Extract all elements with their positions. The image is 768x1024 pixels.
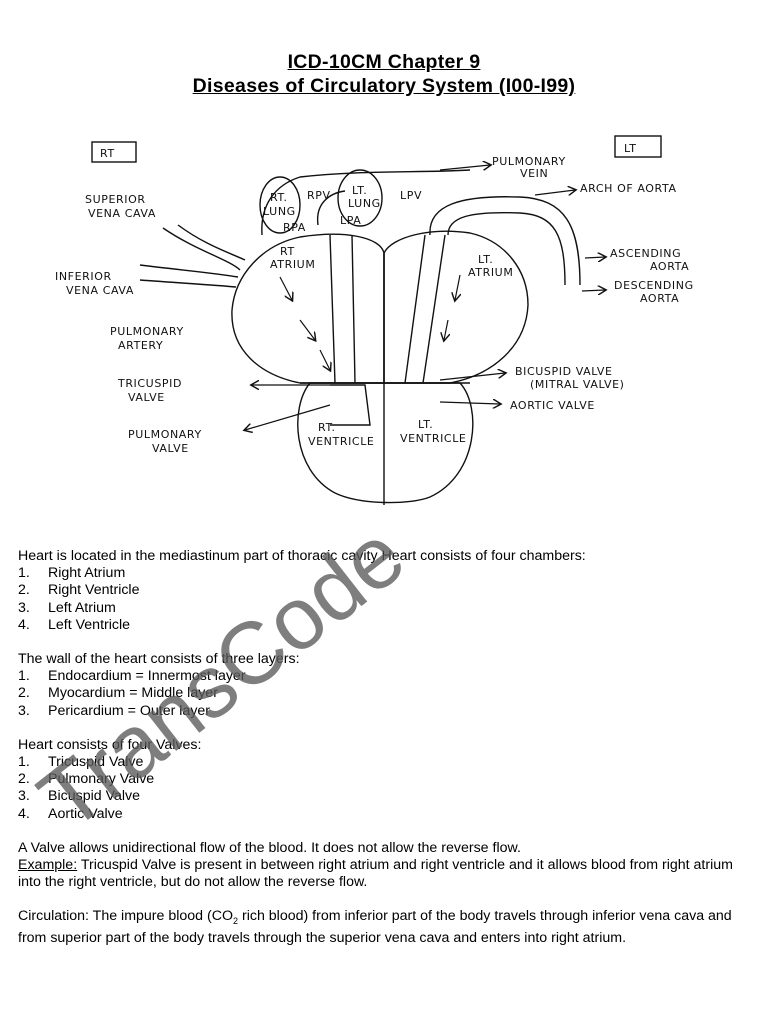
label-rt-atrium-2: ATRIUM xyxy=(270,258,315,271)
list-text: Myocardium = Middle layer xyxy=(48,685,218,702)
label-descending-aorta-1: DESCENDING xyxy=(614,279,694,292)
list-number: 3. xyxy=(18,788,30,805)
label-rt: RT xyxy=(100,147,115,160)
layers-list: 1. Endocardium = Innermost layer 2. Myocar… xyxy=(18,668,758,720)
list-item: 2. Myocardium = Middle layer xyxy=(18,685,758,702)
valves-list: 1. Tricuspid Valve 2. Pulmonary Valve 3. Bi… xyxy=(18,754,758,823)
lt-atrium-shape xyxy=(383,230,529,384)
list-number: 3. xyxy=(18,599,30,616)
label-ascending-aorta-1: ASCENDING xyxy=(610,247,681,260)
label-lt-atrium-2: ATRIUM xyxy=(468,266,513,279)
list-item: 3. Pericardium = Outer layer xyxy=(18,703,758,720)
rt-box xyxy=(91,141,137,163)
label-rt-ventricle-2: VENTRICLE xyxy=(308,435,374,448)
list-text: Right Atrium xyxy=(48,565,126,582)
list-text: Endocardium = Innermost layer xyxy=(48,668,246,685)
ventricles-shape xyxy=(297,382,474,504)
label-pulmonary-valve-1: PULMONARY xyxy=(128,428,202,441)
label-bicuspid-valve-1: BICUSPID VALVE xyxy=(515,365,613,378)
label-pulmonary-valve-2: VALVE xyxy=(152,442,189,455)
heart-diagram: RT LT PULMONARY VEIN ARCH OF AORTA SUPER… xyxy=(55,135,694,505)
list-text: Tricuspid Valve xyxy=(48,754,144,771)
layers-intro: The wall of the heart consists of three … xyxy=(18,651,300,668)
list-item: 1. Tricuspid Valve xyxy=(18,754,758,771)
list-item: 4. Left Ventricle xyxy=(18,617,758,634)
list-number: 2. xyxy=(18,771,30,788)
label-lt-ventricle-2: VENTRICLE xyxy=(400,432,466,445)
label-rt-lung-1: RT. xyxy=(270,191,288,204)
list-text: Aortic Valve xyxy=(48,805,123,822)
valve-statement: A Valve allows unidirectional flow of th… xyxy=(18,839,521,856)
label-rt-ventricle-1: RT. xyxy=(318,421,336,434)
list-item: 3. Bicuspid Valve xyxy=(18,788,758,805)
circulation-text-a: Circulation: The impure blood (CO xyxy=(18,908,234,925)
label-tricuspid-valve-2: VALVE xyxy=(128,391,165,404)
list-number: 2. xyxy=(18,685,30,702)
list-number: 1. xyxy=(18,668,30,685)
example-text: Tricuspid Valve is present in between ri… xyxy=(18,857,733,891)
list-text: Pulmonary Valve xyxy=(48,771,155,788)
list-text: Bicuspid Valve xyxy=(48,788,141,805)
list-text: Pericardium = Outer layer xyxy=(48,702,211,719)
list-number: 1. xyxy=(18,754,30,771)
label-lpv: LPV xyxy=(400,189,422,202)
list-number: 4. xyxy=(18,805,30,822)
list-item: 2. Pulmonary Valve xyxy=(18,771,758,788)
label-ascending-aorta-2: AORTA xyxy=(650,260,689,273)
label-rt-lung-2: LUNG xyxy=(263,205,296,218)
list-item: 1. Endocardium = Innermost layer xyxy=(18,668,758,685)
intro-paragraph: Heart is located in the mediastinum part… xyxy=(18,548,586,564)
label-lt: LT xyxy=(624,142,637,155)
list-item: 4. Aortic Valve xyxy=(18,806,758,823)
body-text: Heart is located in the mediastinum part… xyxy=(18,548,758,948)
circulation-subscript: 2 xyxy=(233,916,239,927)
label-descending-aorta-2: AORTA xyxy=(640,292,679,305)
example-paragraph: Example: Tricuspid Valve is present in b… xyxy=(18,857,758,891)
page-title: ICD-10CM Chapter 9 Diseases of Circulato… xyxy=(0,50,768,98)
label-arch-of-aorta: ARCH OF AORTA xyxy=(580,182,677,195)
label-lt-lung-1: LT. xyxy=(352,184,367,197)
label-inferior-vena-cava-1: INFERIOR xyxy=(55,270,112,283)
chambers-list: 1. Right Atrium 2. Right Ventricle 3. Left … xyxy=(18,565,758,634)
list-number: 4. xyxy=(18,616,30,633)
list-item: 1. Right Atrium xyxy=(18,565,758,582)
title-line-2: Diseases of Circulatory System (I00-I99) xyxy=(192,75,576,97)
example-label: Example: xyxy=(18,857,78,874)
list-item: 2. Right Ventricle xyxy=(18,582,758,599)
label-rpa: RPA xyxy=(283,221,306,234)
label-superior-vena-cava-1: SUPERIOR xyxy=(85,193,146,206)
label-pulmonary-vein-1: PULMONARY xyxy=(492,155,566,168)
label-aortic-valve: AORTIC VALVE xyxy=(510,399,595,412)
label-lt-atrium-1: LT. xyxy=(478,253,493,266)
lt-box xyxy=(614,135,662,158)
list-text: Right Ventricle xyxy=(48,582,140,599)
circulation-text-b: rich blood) from inferior part of the bo… xyxy=(18,908,732,947)
label-lpa: LPA xyxy=(340,214,361,227)
label-tricuspid-valve-1: TRICUSPID xyxy=(117,377,182,390)
rt-atrium-shape xyxy=(231,233,385,384)
list-number: 3. xyxy=(18,702,30,719)
valves-intro: Heart consists of four Valves: xyxy=(18,736,202,753)
label-pulmonary-vein-2: VEIN xyxy=(520,167,548,180)
circulation-paragraph: Circulation: The impure blood (CO2 rich … xyxy=(18,908,758,947)
list-item: 3. Left Atrium xyxy=(18,600,758,617)
label-lt-lung-2: LUNG xyxy=(348,197,381,210)
list-number: 2. xyxy=(18,582,30,599)
label-lt-ventricle-1: LT. xyxy=(418,418,433,431)
label-inferior-vena-cava-2: VENA CAVA xyxy=(66,284,134,297)
label-pulmonary-artery-2: ARTERY xyxy=(118,339,163,352)
label-rt-atrium-1: RT xyxy=(280,245,295,258)
label-bicuspid-valve-2: (MITRAL VALVE) xyxy=(530,378,625,391)
list-number: 1. xyxy=(18,565,30,582)
label-superior-vena-cava-2: VENA CAVA xyxy=(88,207,156,220)
label-pulmonary-artery-1: PULMONARY xyxy=(110,325,184,338)
label-rpv: RPV xyxy=(307,189,331,202)
title-line-1: ICD-10CM Chapter 9 xyxy=(287,51,481,73)
list-text: Left Atrium xyxy=(48,599,116,616)
list-text: Left Ventricle xyxy=(48,616,131,633)
